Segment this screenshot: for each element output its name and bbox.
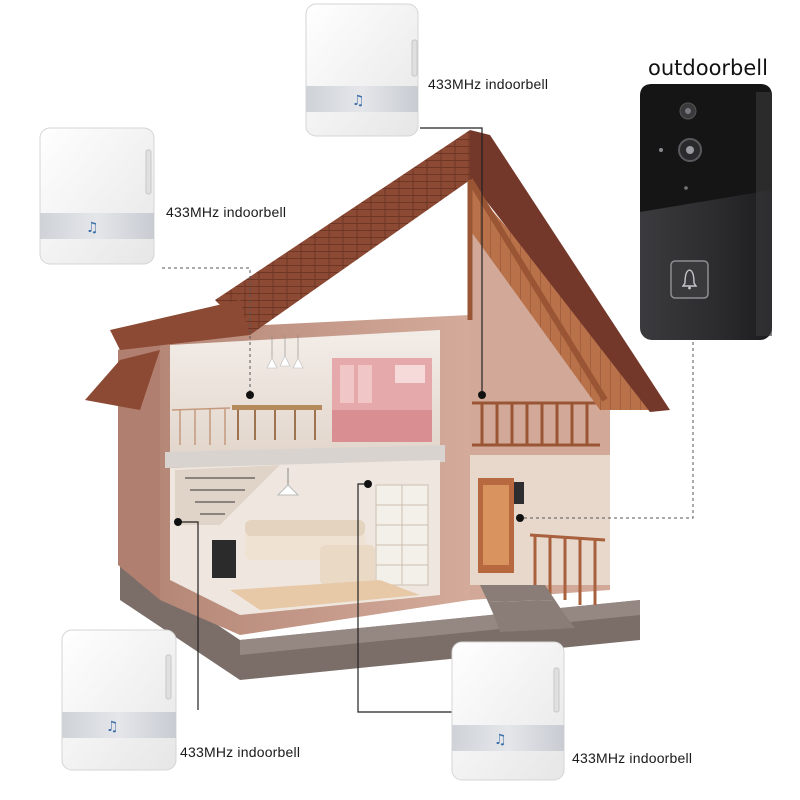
indoor-chime-label-top: 433MHz indoorbell [428,76,549,92]
indoor-chime-label-bottom-left: 433MHz indoorbell [180,744,301,760]
indoor-chime-bottom-left: ♫ [61,629,177,771]
indoor-chime-label-left: 433MHz indoorbell [166,204,287,220]
connector-lines [162,127,694,713]
music-note-icon: ♫ [86,220,99,236]
outdoor-doorbell-title: outdoorbell [648,56,768,80]
entry-steps [480,585,575,632]
connector-dots [174,391,524,526]
dining-table [232,405,322,410]
rug [230,580,420,610]
music-note-icon: ♫ [106,719,119,735]
tv [212,540,236,578]
house-cutaway [85,130,670,680]
roof-lower-eave [110,300,250,350]
outdoor-doorbell [640,84,772,340]
indoor-chime-bottom-right: ♫ [451,641,565,781]
porch-railing [529,533,606,605]
bell-icon [681,269,698,290]
doorbell-button [670,260,709,299]
upper-railing [171,407,231,445]
indoor-chime-label-bottom-right: 433MHz indoorbell [572,750,693,766]
mounted-doorbell [514,482,524,504]
music-note-icon: ♫ [352,93,365,109]
doorbell-face [640,84,772,212]
roof-right-edge [470,130,670,412]
pendant-lamps [266,335,304,369]
indoor-chime-top: ♫ [305,3,419,137]
indoor-chime-left: ♫ [39,127,155,265]
roof-left-slope [215,130,470,335]
music-note-icon: ♫ [494,732,507,748]
